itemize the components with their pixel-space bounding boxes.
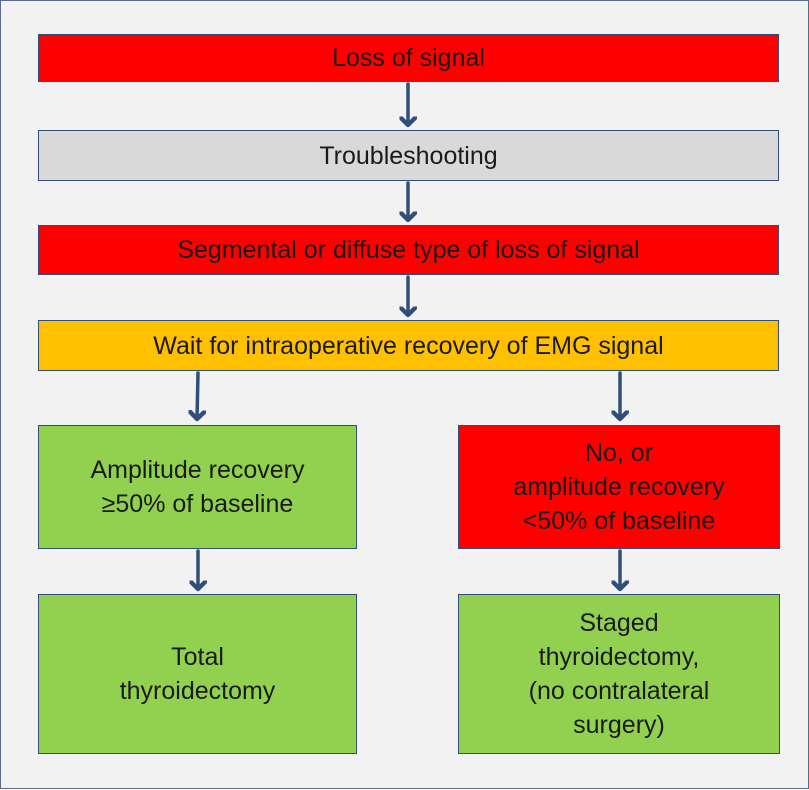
step-wait-recovery: Wait for intraoperative recovery of EMG …: [38, 320, 779, 371]
step-troubleshooting-label: Troubleshooting: [319, 141, 498, 170]
outcome-total-line-2: thyroidectomy: [119, 677, 276, 705]
branch-recovery-yes: Amplitude recovery ≥50% of baseline: [38, 425, 357, 549]
arrow-step4-to-left: [197, 371, 198, 419]
branch-recovery-no: No, or amplitude recovery <50% of baseli…: [458, 425, 780, 549]
outcome-staged-line-3: (no contralateral: [528, 677, 710, 705]
outcome-total-thyroidectomy: Total thyroidectomy: [38, 594, 357, 754]
step-loss-type: Segmental or diffuse type of loss of sig…: [38, 225, 779, 275]
outcome-staged-line-2: thyroidectomy,: [538, 643, 700, 671]
branch-recovery-yes-line-1: Amplitude recovery: [90, 456, 305, 484]
outcome-staged-thyroidectomy: Staged thyroidectomy, (no contralateral …: [458, 594, 780, 754]
step-loss-type-label: Segmental or diffuse type of loss of sig…: [177, 236, 640, 264]
outcome-staged-line-1: Staged: [579, 609, 659, 637]
step-loss-of-signal-label: Loss of signal: [332, 44, 485, 72]
outcome-total-line-1: Total: [171, 643, 224, 671]
branch-recovery-yes-line-2: ≥50% of baseline: [101, 490, 294, 518]
branch-recovery-no-line-1: No, or: [584, 439, 654, 467]
branch-recovery-no-line-3: <50% of baseline: [522, 507, 716, 535]
step-loss-of-signal: Loss of signal: [38, 34, 779, 82]
branch-recovery-no-line-2: amplitude recovery: [513, 473, 725, 501]
outcome-staged-line-4: surgery): [573, 711, 665, 739]
step-wait-recovery-label: Wait for intraoperative recovery of EMG …: [153, 331, 664, 360]
step-troubleshooting: Troubleshooting: [38, 130, 779, 181]
